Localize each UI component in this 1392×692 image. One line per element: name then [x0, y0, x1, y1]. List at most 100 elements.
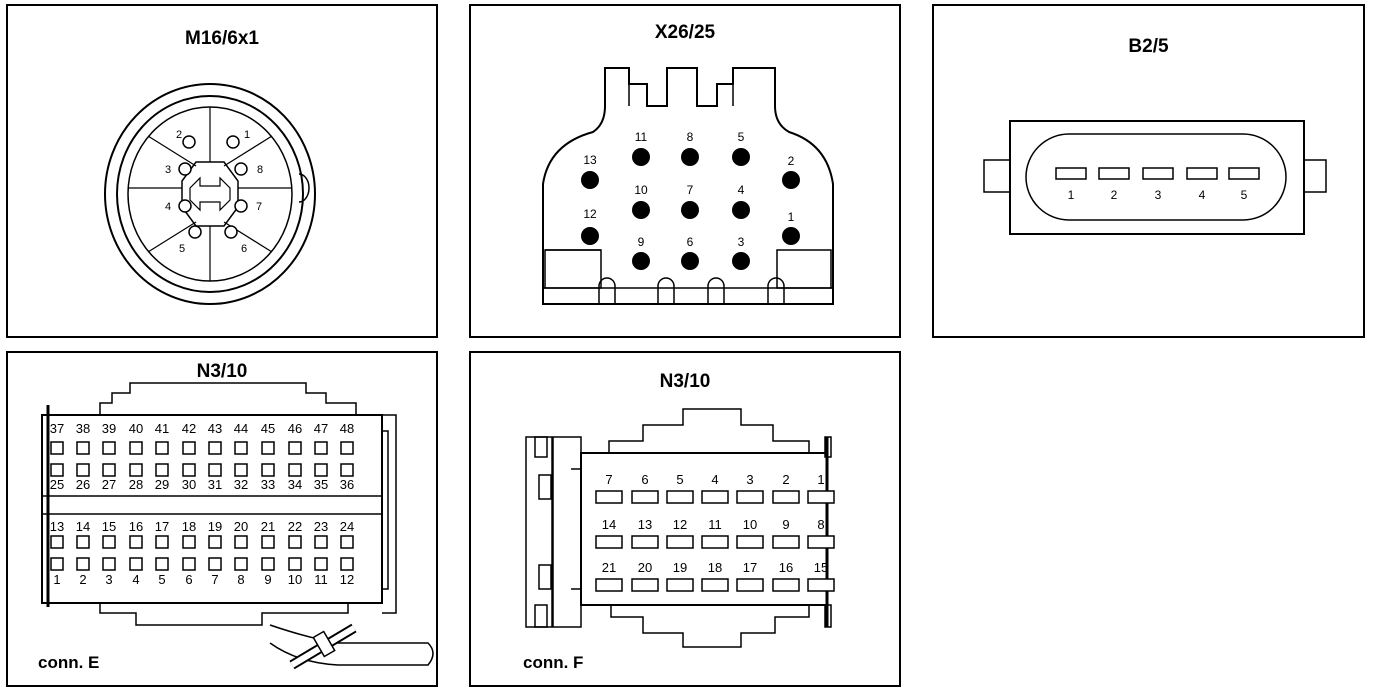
pin-label: 6 — [687, 235, 694, 249]
panel-title: M16/6x1 — [185, 28, 259, 49]
pin-socket — [234, 441, 248, 455]
pin-label: 12 — [340, 572, 354, 587]
pin-socket — [314, 557, 328, 571]
pin-label: 20 — [234, 519, 248, 534]
pin-contact — [681, 148, 699, 166]
pin-label: 11 — [314, 572, 328, 587]
pin-label: 34 — [288, 477, 302, 492]
pin-label: 40 — [129, 421, 143, 436]
terminal-shroud — [1025, 133, 1287, 221]
pin-label: 8 — [257, 164, 263, 176]
key-slot — [767, 277, 785, 304]
pin-label: 32 — [234, 477, 248, 492]
pin-terminal — [1055, 167, 1087, 180]
pin-label: 4 — [132, 572, 139, 587]
pin-label: 10 — [743, 517, 757, 532]
pin-label: 17 — [155, 519, 169, 534]
pin-label: 3 — [1155, 188, 1162, 202]
left-latch-bottom — [534, 604, 548, 628]
pin-label: 19 — [208, 519, 222, 534]
pin-label: 12 — [583, 207, 597, 221]
bottom-rail — [610, 605, 810, 648]
sector-divider — [223, 135, 273, 167]
pin-label: 6 — [241, 243, 247, 255]
pin-label: 13 — [50, 519, 64, 534]
pin-socket — [178, 162, 192, 176]
right-latch-bottom — [824, 604, 832, 628]
pin-terminal — [595, 578, 623, 592]
pin-socket — [129, 557, 143, 571]
pin-label: 11 — [708, 517, 722, 532]
pin-terminal — [1186, 167, 1218, 180]
pin-socket — [288, 535, 302, 549]
pin-socket — [261, 441, 275, 455]
pin-label: 31 — [208, 477, 222, 492]
pin-label: 33 — [261, 477, 275, 492]
pin-label: 2 — [1111, 188, 1118, 202]
pin-socket — [208, 463, 222, 477]
left-window — [538, 474, 552, 500]
pin-label: 3 — [738, 235, 745, 249]
pin-label: 5 — [179, 243, 185, 255]
pin-label: 2 — [176, 129, 182, 141]
pin-label: 7 — [687, 183, 694, 197]
pin-socket — [224, 225, 238, 239]
key-slot — [707, 277, 725, 304]
connector-label: conn. F — [523, 653, 584, 672]
pin-label: 28 — [129, 477, 143, 492]
pin-label: 37 — [50, 421, 64, 436]
pin-socket — [76, 441, 90, 455]
pin-terminal — [631, 490, 659, 504]
pin-contact — [632, 148, 650, 166]
pin-label: 2 — [782, 472, 789, 487]
pin-label: 15 — [102, 519, 116, 534]
pin-terminal — [666, 490, 694, 504]
pin-contact — [782, 227, 800, 245]
pin-label: 22 — [288, 519, 302, 534]
pin-terminal — [807, 535, 835, 549]
right-latch-block — [776, 249, 832, 289]
pin-socket — [76, 535, 90, 549]
pin-socket — [155, 557, 169, 571]
pin-socket — [340, 463, 354, 477]
key-notch — [298, 173, 310, 203]
cable-tie-lock — [312, 630, 336, 658]
left-latch-top — [534, 436, 548, 458]
key-slot — [598, 277, 616, 304]
pin-socket — [208, 557, 222, 571]
pin-socket — [50, 535, 64, 549]
pin-contact — [732, 148, 750, 166]
left-window — [538, 564, 552, 590]
pin-label: 45 — [261, 421, 275, 436]
pin-label: 2 — [79, 572, 86, 587]
pin-terminal — [631, 578, 659, 592]
center-key-cutout — [189, 176, 231, 212]
pin-terminal — [736, 535, 764, 549]
pin-label: 19 — [673, 560, 687, 575]
pin-label: 7 — [211, 572, 218, 587]
pin-label: 13 — [638, 517, 652, 532]
inner-ring — [116, 95, 304, 293]
center-key — [181, 161, 239, 227]
pin-terminal — [666, 535, 694, 549]
pin-label: 12 — [673, 517, 687, 532]
pin-terminal — [772, 490, 800, 504]
pin-label: 2 — [788, 154, 795, 168]
pin-label: 25 — [50, 477, 64, 492]
pin-contact — [732, 252, 750, 270]
pin-contact — [632, 201, 650, 219]
pin-socket — [314, 535, 328, 549]
pin-socket — [102, 535, 116, 549]
pin-label: 3 — [105, 572, 112, 587]
pin-label: 5 — [738, 130, 745, 144]
top-rail — [608, 408, 810, 453]
pin-socket — [102, 463, 116, 477]
pin-label: 18 — [182, 519, 196, 534]
pin-label: 30 — [182, 477, 196, 492]
pin-label: 7 — [605, 472, 612, 487]
pin-socket — [155, 535, 169, 549]
